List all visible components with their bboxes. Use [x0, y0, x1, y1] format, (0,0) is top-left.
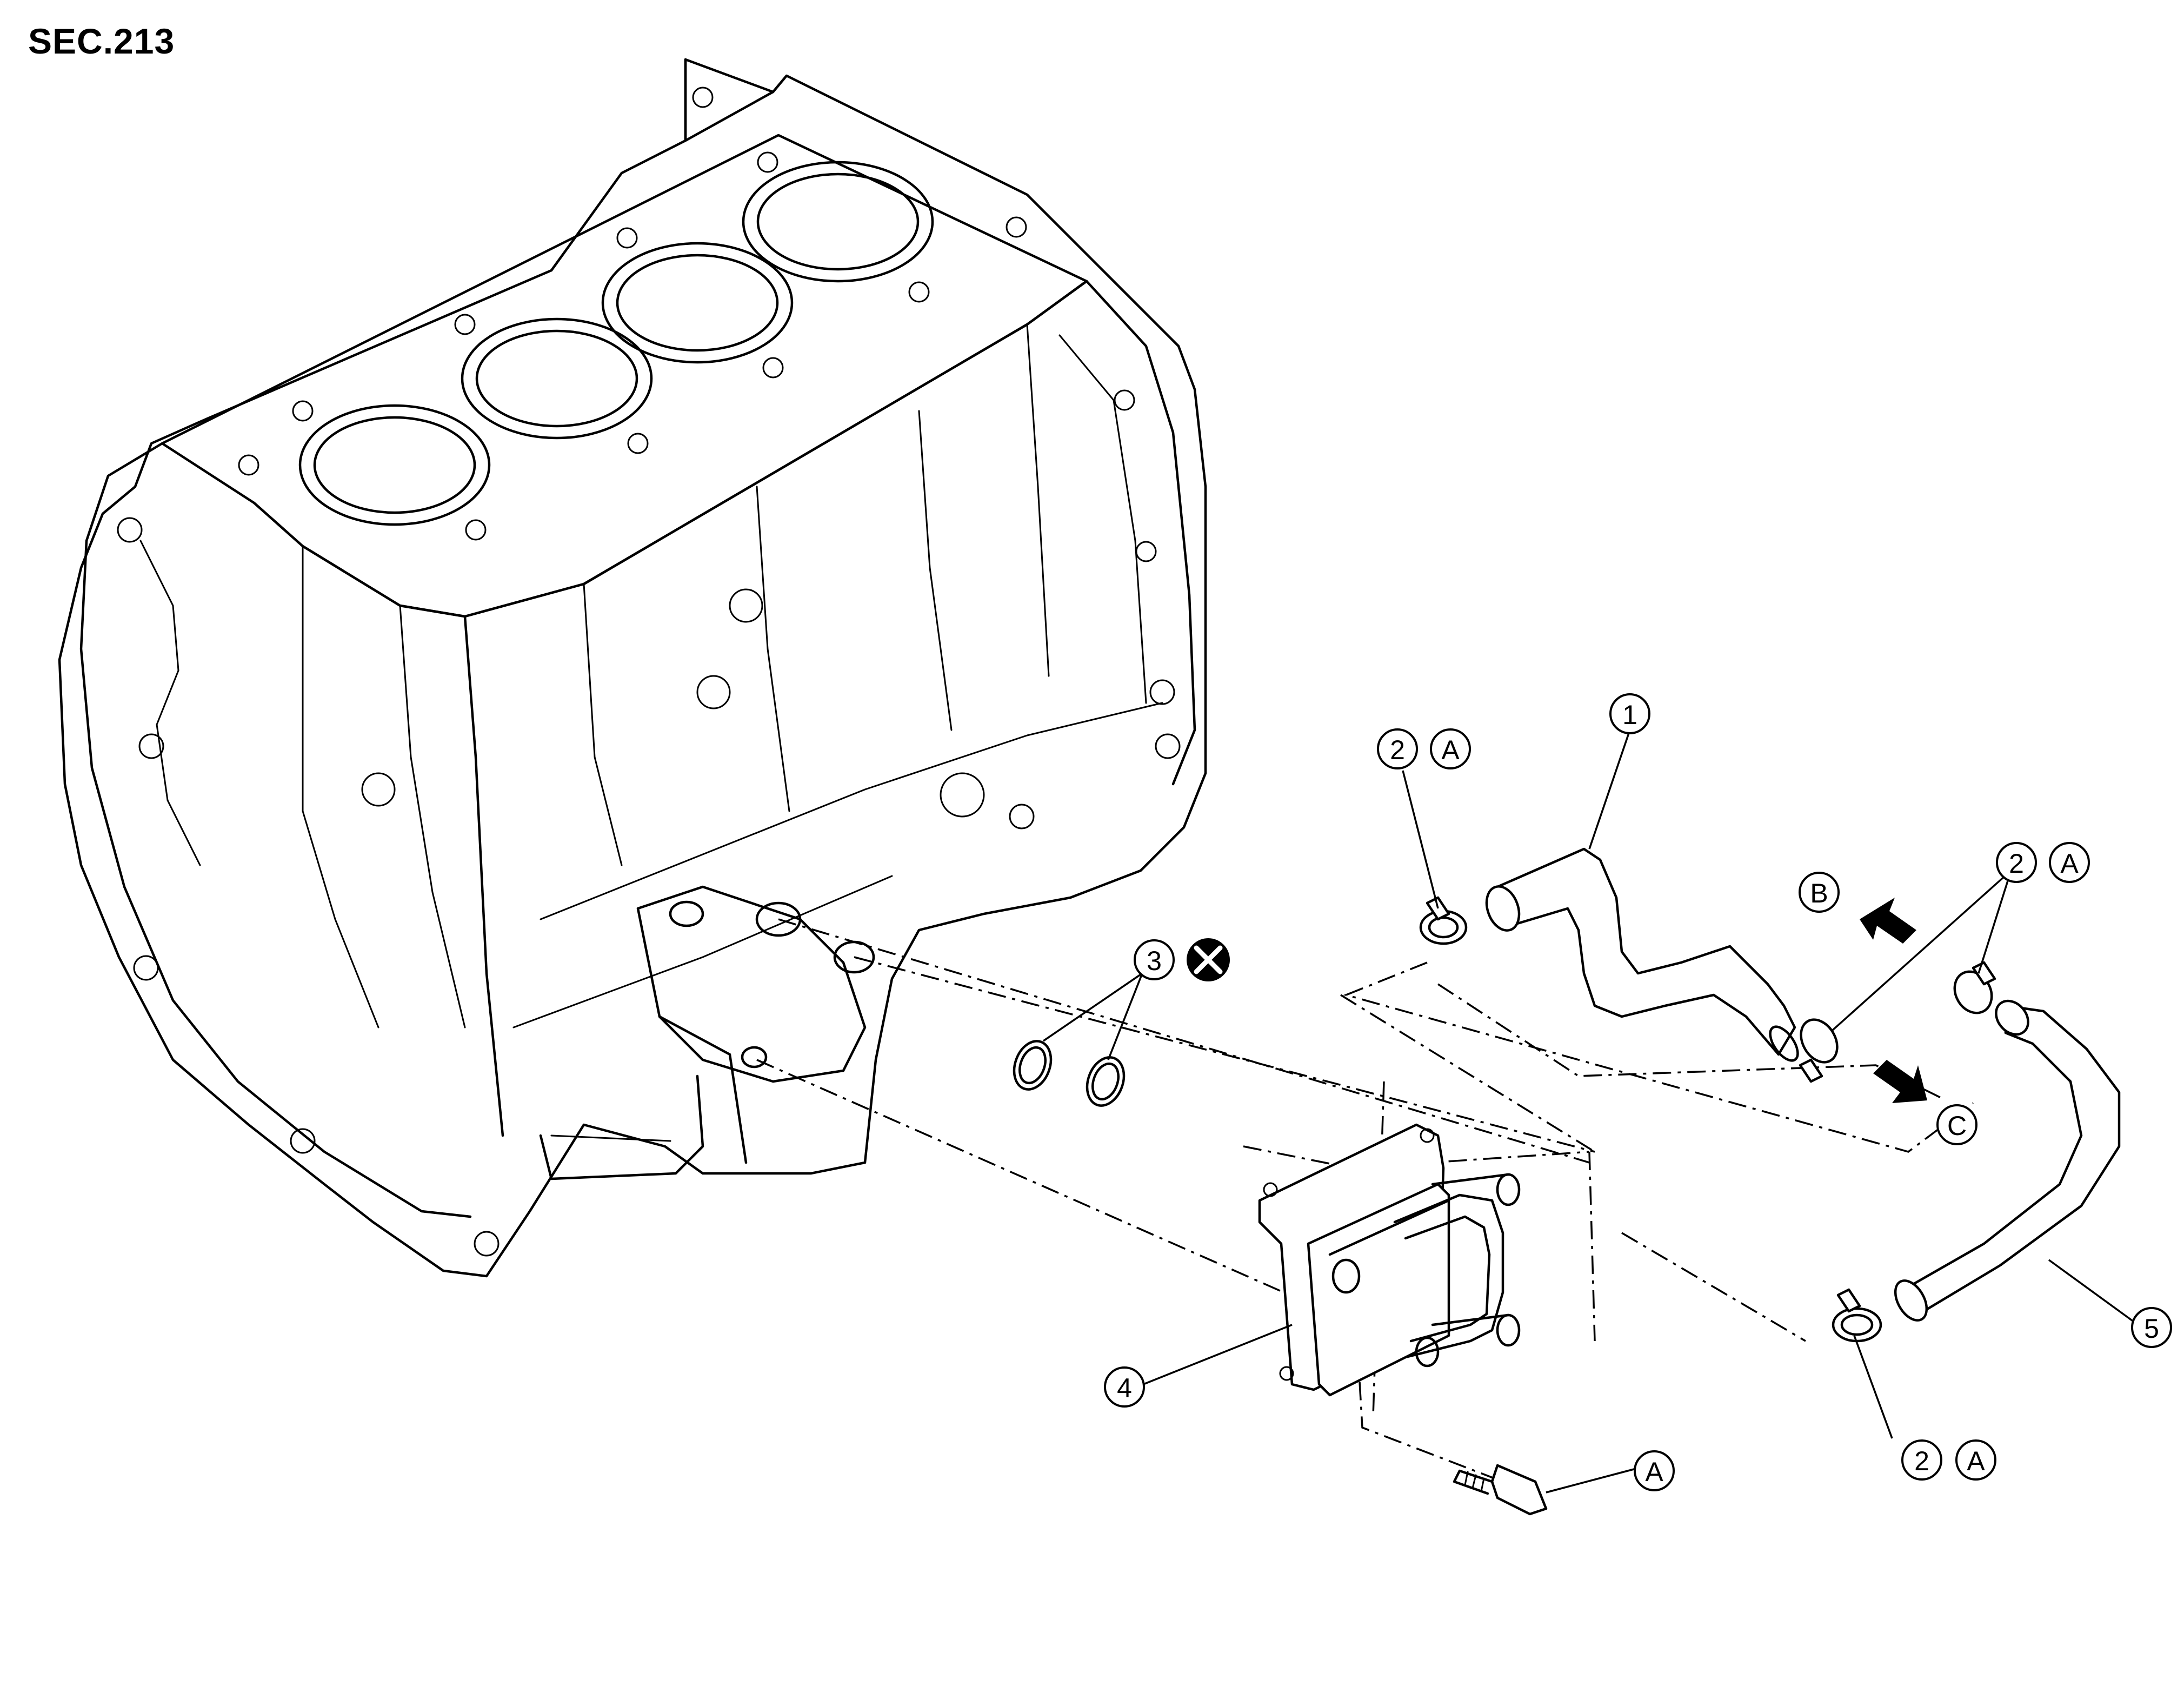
o-rings	[1013, 1040, 1126, 1107]
clamp-bottom	[1832, 1288, 1882, 1343]
callout-c: C	[1936, 1104, 1977, 1145]
callout-1-label: 1	[1622, 700, 1637, 730]
circled-x-icon	[1187, 938, 1230, 981]
arrow-icon-b	[1860, 898, 1916, 944]
bolt	[1453, 1464, 1548, 1516]
callout-4: 4	[1104, 1366, 1145, 1408]
arrow-icon-c	[1873, 1060, 1927, 1103]
callout-a-bottom: A	[1955, 1439, 1996, 1481]
clamp-top-left	[1419, 896, 1468, 945]
callout-a-label: A	[1441, 735, 1460, 765]
callout-2-top-right: 2	[1996, 842, 2037, 883]
callout-1: 1	[1609, 693, 1650, 734]
clamp-top-right	[1953, 961, 1996, 1014]
callout-3-label: 3	[1147, 946, 1162, 976]
callout-2-label: 2	[1390, 735, 1405, 765]
callout-3: 3	[1134, 939, 1175, 980]
water-hose-5	[1894, 999, 2121, 1322]
callout-b-label: B	[1810, 878, 1828, 908]
callout-c-label: C	[1947, 1111, 1967, 1141]
callout-b: B	[1799, 872, 1840, 913]
callout-a-bolt: A	[1634, 1450, 1675, 1491]
callout-2-label: 2	[2009, 848, 2024, 879]
callout-2-label: 2	[1914, 1446, 1929, 1476]
callout-2-bottom: 2	[1901, 1439, 1942, 1481]
oil-cooler	[1258, 1123, 1521, 1397]
clamp-center	[1799, 1018, 1839, 1083]
section-label: SEC.213	[28, 21, 175, 61]
callout-a-label: A	[1645, 1457, 1663, 1487]
callout-2-top-left: 2	[1377, 728, 1418, 769]
callout-a-label: A	[2060, 848, 2079, 879]
callout-a-top-right: A	[2049, 842, 2090, 883]
callout-4-label: 4	[1117, 1373, 1132, 1403]
cylinder-block	[58, 58, 1207, 1278]
callout-5: 5	[2131, 1307, 2172, 1348]
water-hose-1	[1485, 847, 1799, 1062]
leader-lines	[1043, 729, 2139, 1494]
callout-5-label: 5	[2144, 1313, 2159, 1344]
callout-a-top-left: A	[1430, 728, 1471, 769]
callout-a-label: A	[1967, 1446, 1985, 1476]
